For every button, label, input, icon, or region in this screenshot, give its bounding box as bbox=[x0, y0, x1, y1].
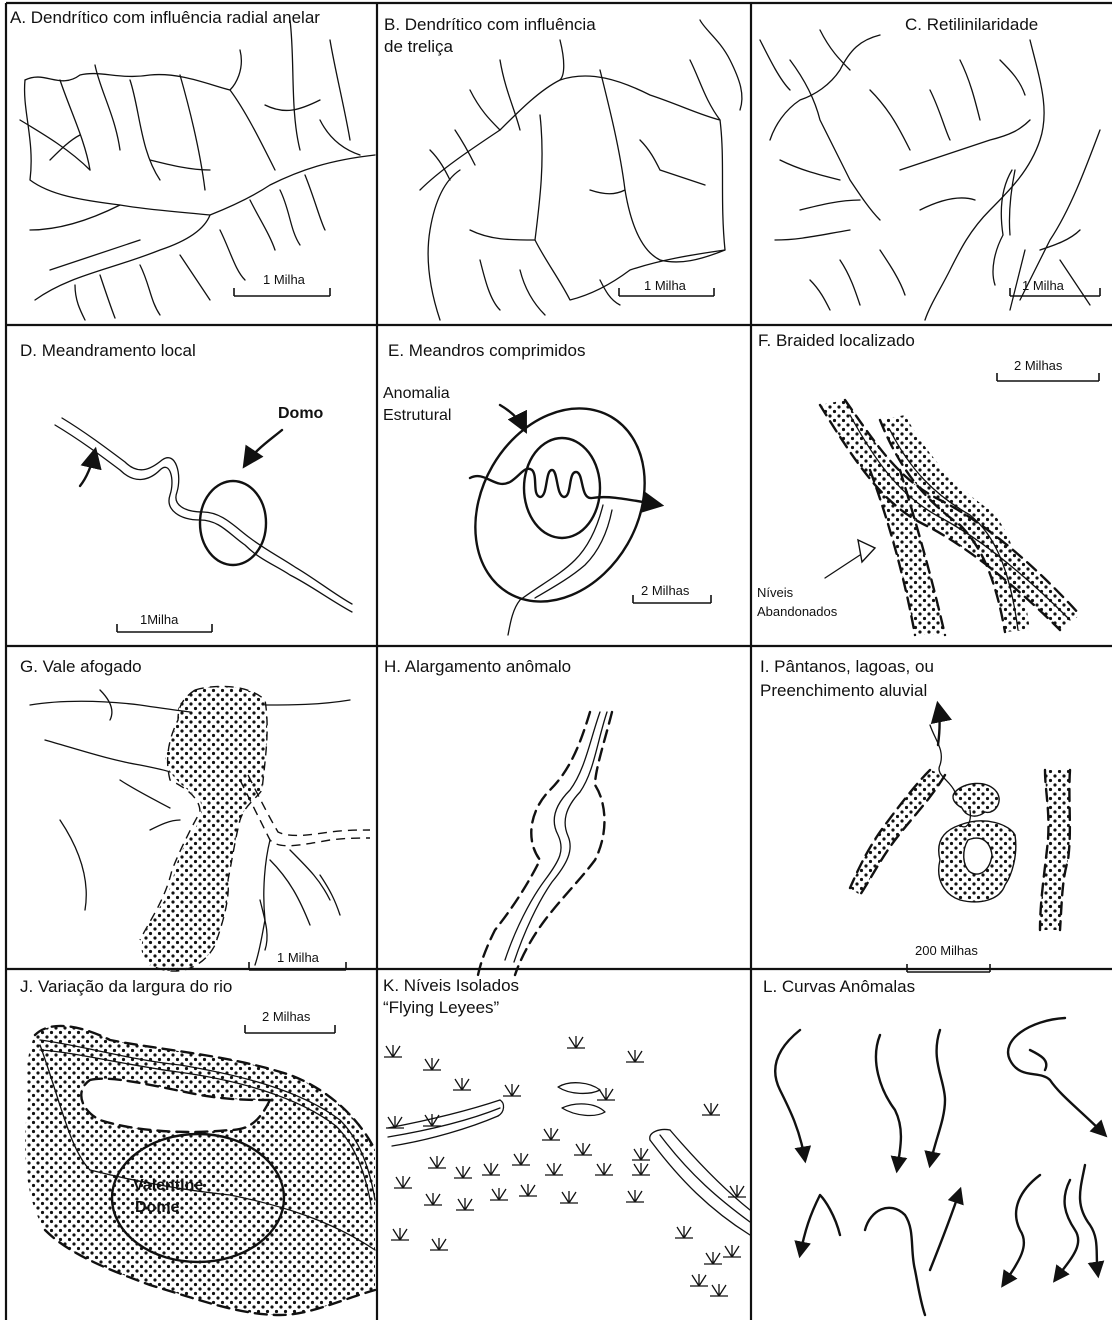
marsh-symbol bbox=[675, 1226, 693, 1238]
panel-h: H. Alargamento anômalo bbox=[384, 657, 612, 975]
marsh-symbol bbox=[574, 1143, 592, 1155]
panel-f: F. Braided localizado Níveis Abandonados… bbox=[757, 331, 1099, 635]
marsh-symbol bbox=[595, 1163, 613, 1175]
marsh-symbol bbox=[512, 1153, 530, 1165]
marsh-symbol bbox=[626, 1050, 644, 1062]
panel-d-title: D. Meandramento local bbox=[20, 341, 196, 360]
panel-i-scale-label: 200 Milhas bbox=[915, 943, 978, 958]
marsh-symbol bbox=[728, 1185, 746, 1197]
panel-e-anomaly-arrow bbox=[500, 405, 525, 430]
marsh-symbol bbox=[430, 1238, 448, 1250]
marsh-symbol bbox=[384, 1045, 402, 1057]
marsh-symbol bbox=[428, 1156, 446, 1168]
marsh-symbol bbox=[453, 1078, 471, 1090]
panel-f-label-line1: Níveis bbox=[757, 585, 794, 600]
panel-e-label-line1: Anomalia bbox=[383, 385, 450, 402]
panel-k-title-line1: K. Níveis Isolados bbox=[383, 976, 519, 995]
marsh-symbol bbox=[723, 1245, 741, 1257]
panel-d-scale-label: 1Milha bbox=[140, 612, 179, 627]
panel-e-label-line2: Estrutural bbox=[383, 407, 451, 424]
panel-k-marsh-symbols bbox=[384, 1036, 746, 1296]
panel-g-scale-label: 1 Milha bbox=[277, 950, 320, 965]
panel-k-title-line2: “Flying Leyees” bbox=[383, 998, 500, 1017]
panel-d-dome-arrow bbox=[245, 430, 282, 465]
panel-h-anomalous-widening bbox=[478, 712, 612, 975]
panel-e-scale-label: 2 Milhas bbox=[641, 583, 690, 598]
panel-b-drainage-network bbox=[420, 20, 742, 320]
panel-g-drowned-valley bbox=[30, 686, 370, 971]
panel-i: I. Pântanos, lagoas, ou Preenchimento al… bbox=[760, 657, 1070, 972]
marsh-symbol bbox=[632, 1148, 650, 1160]
marsh-symbol bbox=[704, 1252, 722, 1264]
panel-d-river-bank-1 bbox=[55, 425, 352, 612]
panel-f-braided-channels bbox=[820, 400, 1080, 635]
panel-c-drainage-network bbox=[760, 30, 1100, 320]
marsh-symbol bbox=[391, 1228, 409, 1240]
marsh-symbol bbox=[454, 1166, 472, 1178]
marsh-symbol bbox=[690, 1274, 708, 1286]
panel-e-compressed-meander bbox=[470, 469, 660, 505]
marsh-symbol bbox=[456, 1198, 474, 1210]
panel-l-title: L. Curvas Anômalas bbox=[763, 977, 915, 996]
marsh-symbol bbox=[560, 1191, 578, 1203]
panel-j-label-line1: Valentine bbox=[133, 1177, 203, 1194]
panel-b-title-line1: B. Dendrítico com influência bbox=[384, 15, 596, 34]
panel-g: G. Vale afogado 1 Milha bbox=[20, 657, 370, 971]
marsh-symbol bbox=[597, 1088, 615, 1100]
panel-b: B. Dendrítico com influência de treliça … bbox=[384, 15, 742, 320]
panel-d-flow-arrow bbox=[80, 451, 95, 486]
panel-d-dome-outline bbox=[200, 481, 266, 565]
marsh-symbol bbox=[542, 1128, 560, 1140]
panel-j: J. Variação da largura do rio Valentine … bbox=[20, 977, 375, 1315]
panel-e-title: E. Meandros comprimidos bbox=[388, 341, 585, 360]
panel-d-label: Domo bbox=[278, 405, 324, 422]
panel-i-title-line1: I. Pântanos, lagoas, ou bbox=[760, 657, 934, 676]
panel-l: L. Curvas Anômalas bbox=[763, 977, 1105, 1315]
marsh-symbol bbox=[545, 1163, 563, 1175]
panel-d-river-bank-2 bbox=[62, 418, 352, 604]
marsh-symbol bbox=[394, 1176, 412, 1188]
marsh-symbol bbox=[702, 1103, 720, 1115]
panel-f-scale-label: 2 Milhas bbox=[1014, 358, 1063, 373]
panel-i-outflow-arrow bbox=[938, 705, 940, 745]
panel-e: E. Meandros comprimidos Anomalia Estrutu… bbox=[383, 341, 711, 635]
marsh-symbol bbox=[567, 1036, 585, 1048]
panel-j-title: J. Variação da largura do rio bbox=[20, 977, 232, 996]
panel-g-title: G. Vale afogado bbox=[20, 657, 142, 676]
marsh-symbol bbox=[626, 1190, 644, 1202]
panel-a-drainage-network bbox=[20, 20, 375, 320]
panel-d: D. Meandramento local Domo 1Milha bbox=[20, 341, 352, 632]
panel-l-anomalous-curves bbox=[775, 1018, 1105, 1315]
panel-a-scale-label: 1 Milha bbox=[263, 272, 306, 287]
marsh-symbol bbox=[710, 1284, 728, 1296]
panel-b-scale-label: 1 Milha bbox=[644, 278, 687, 293]
panel-j-scale-label: 2 Milhas bbox=[262, 1009, 311, 1024]
marsh-symbol bbox=[424, 1193, 442, 1205]
marsh-symbol bbox=[490, 1188, 508, 1200]
panel-f-label-arrow bbox=[825, 555, 860, 578]
panel-f-title: F. Braided localizado bbox=[758, 331, 915, 350]
panel-j-label-line2: Dome bbox=[135, 1199, 180, 1216]
panel-c: C. Retilinilaridade 1 Milha bbox=[760, 15, 1100, 320]
marsh-symbol bbox=[482, 1163, 500, 1175]
panel-h-title: H. Alargamento anômalo bbox=[384, 657, 571, 676]
panel-i-title-line2: Preenchimento aluvial bbox=[760, 681, 927, 700]
panel-c-title: C. Retilinilaridade bbox=[905, 15, 1038, 34]
marsh-symbol bbox=[519, 1184, 537, 1196]
panel-f-label-line2: Abandonados bbox=[757, 604, 838, 619]
marsh-symbol bbox=[632, 1163, 650, 1175]
panel-b-title-line2: de treliça bbox=[384, 37, 454, 56]
panel-k: K. Níveis Isolados “Flying Leyees” bbox=[383, 976, 750, 1296]
marsh-symbol bbox=[386, 1116, 404, 1128]
marsh-symbol bbox=[503, 1084, 521, 1096]
panel-c-scale-label: 1 Milha bbox=[1022, 278, 1065, 293]
panel-j-river-width-variation bbox=[25, 1026, 375, 1315]
marsh-symbol bbox=[423, 1058, 441, 1070]
panel-a-title: A. Dendrítico com influência radial anel… bbox=[10, 8, 320, 27]
panel-a: A. Dendrítico com influência radial anel… bbox=[10, 8, 375, 320]
panel-i-swamp-fill bbox=[850, 725, 1070, 930]
